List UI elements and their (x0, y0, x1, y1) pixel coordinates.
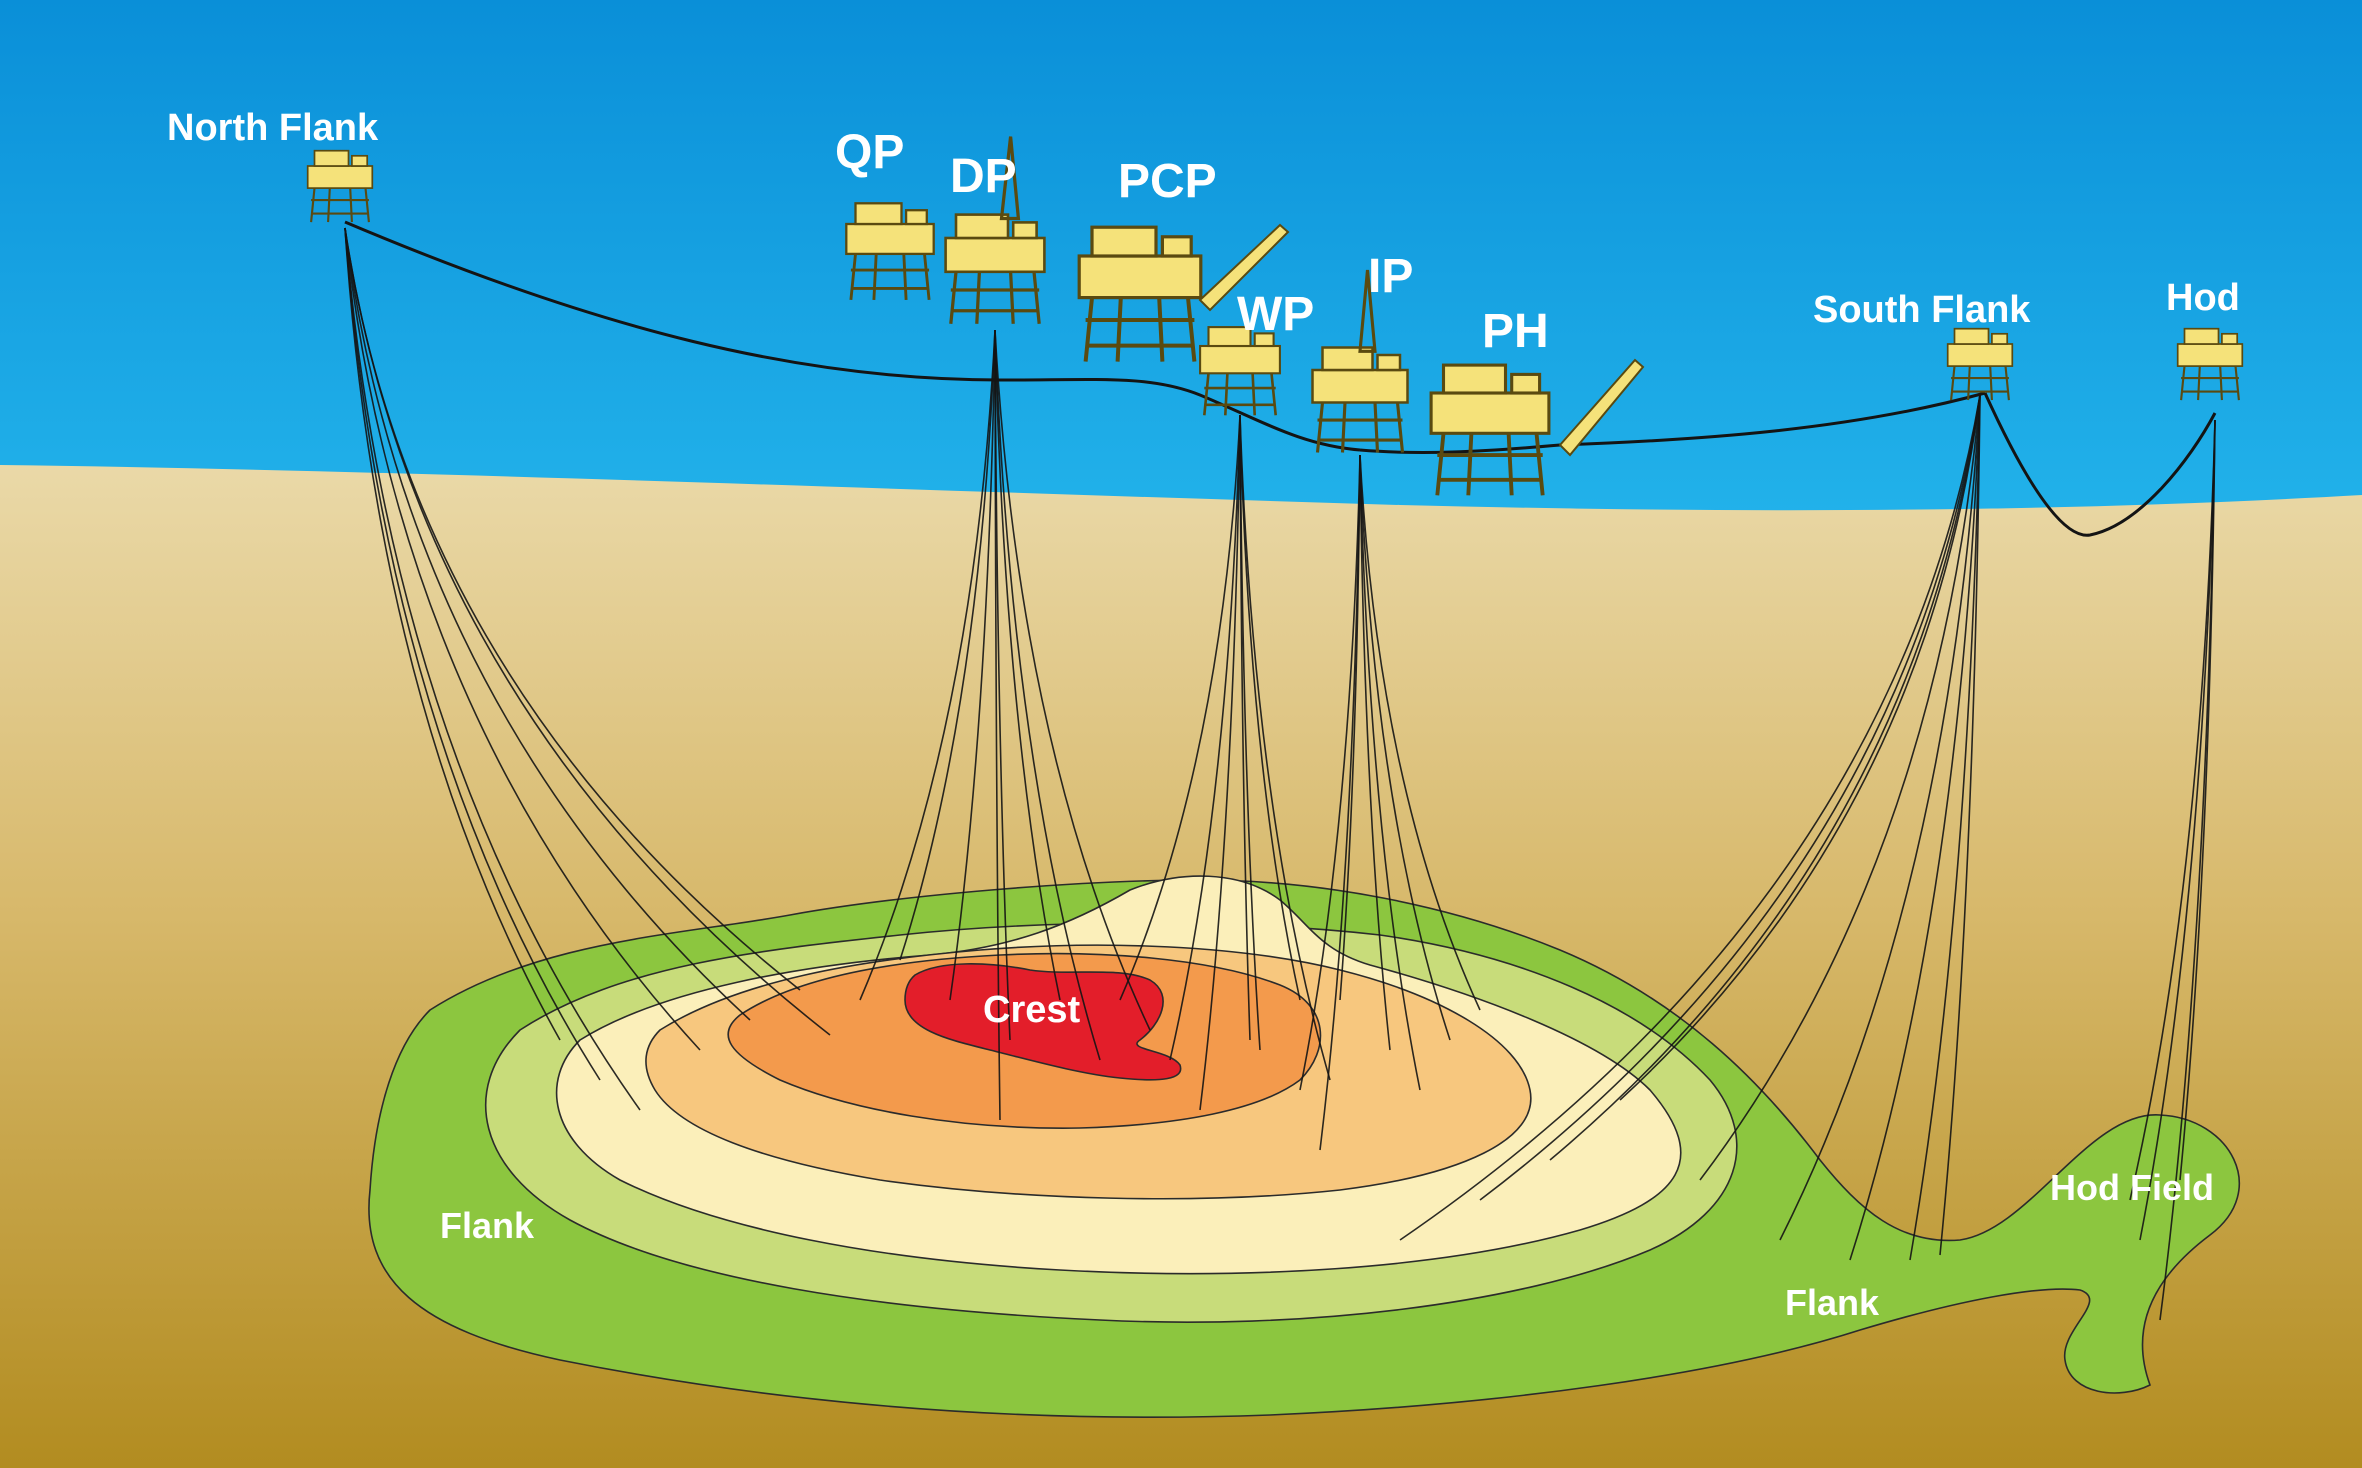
well-path (1619, 394, 1981, 1101)
platform-dp (943, 136, 1047, 326)
well-path (344, 227, 701, 1051)
label-ip: IP (1368, 250, 1413, 303)
well-path (344, 227, 751, 1021)
well-path (2179, 419, 2216, 1181)
pipeline-south (1359, 391, 1986, 454)
flare-boom-pcp (1198, 223, 1290, 312)
platform-ip (1310, 269, 1410, 455)
well-paths (344, 227, 2216, 1321)
well-path (1359, 454, 1451, 1041)
well-path (1359, 454, 1421, 1091)
well-path (1909, 394, 1981, 1261)
well-path (344, 227, 561, 1041)
well-path (1939, 394, 1981, 1256)
label-wp: WP (1237, 288, 1314, 341)
well-path (994, 329, 1001, 1121)
label-flank-east: Flank (1785, 1282, 1880, 1323)
crest-zone (904, 963, 1182, 1081)
well-path (1549, 394, 1981, 1161)
label-pcp: PCP (1118, 155, 1217, 208)
label-crest: Crest (983, 989, 1080, 1031)
pipeline-north-flank (344, 220, 1361, 452)
well-path (1119, 414, 1241, 1001)
label-qp: QP (835, 126, 904, 179)
well-path (859, 329, 996, 1001)
well-path (899, 329, 996, 961)
well-path (1359, 454, 1391, 1051)
well-path (1299, 454, 1361, 1091)
well-path (1169, 414, 1241, 1061)
well-path (1479, 394, 1981, 1201)
well-path (1239, 414, 1331, 1081)
well-path (994, 329, 1061, 1001)
well-path (1239, 414, 1301, 1001)
well-path (344, 227, 601, 1081)
label-dp: DP (950, 150, 1017, 203)
well-path (1239, 414, 1251, 1041)
label-hod-field: Hod Field (2050, 1167, 2214, 1208)
well-path (1199, 414, 1241, 1111)
pipeline-hod (1983, 392, 2217, 537)
well-path (994, 329, 1151, 1031)
well-path (1779, 394, 1981, 1241)
label-ph: PH (1482, 305, 1549, 358)
well-path (1849, 394, 1981, 1261)
well-path (344, 227, 831, 1036)
flare-boom-ph (1558, 358, 1645, 457)
label-flank-west: Flank (440, 1205, 535, 1246)
label-north-flank: North Flank (167, 107, 379, 149)
well-path (2139, 419, 2216, 1241)
well-path (2129, 419, 2216, 1201)
label-hod: Hod (2166, 277, 2240, 319)
well-path (1319, 454, 1361, 1151)
well-path (1699, 394, 1981, 1181)
label-south-flank: South Flank (1813, 289, 2031, 331)
well-path (994, 329, 1101, 1061)
well-path (1359, 454, 1481, 1011)
well-path (949, 329, 996, 1001)
well-path (1399, 394, 1981, 1241)
well-path (344, 227, 641, 1111)
